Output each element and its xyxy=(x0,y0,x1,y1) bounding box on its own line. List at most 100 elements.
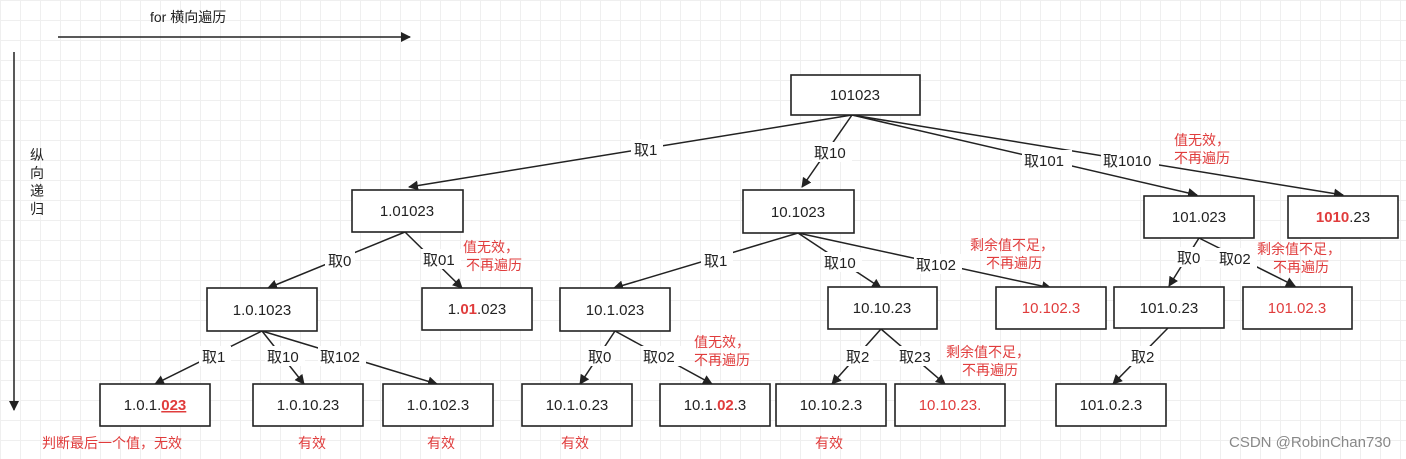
bottom-label-last-invalid: 判断最后一个值，无效 xyxy=(42,435,182,451)
node-label-segment: 1.0.1023 xyxy=(233,302,291,319)
watermark: CSDN @RobinChan730 xyxy=(1229,434,1391,451)
vertical-axis: 纵 向 递 归 xyxy=(9,52,44,411)
node-root: 101023 xyxy=(790,74,921,116)
edge-labels: 取1 取10 取101 取1010 取0 取01 取1 取10 取102 取0 … xyxy=(199,139,1257,366)
node-label: 101.0.23 xyxy=(1140,300,1198,317)
node-label: 101.0.2.3 xyxy=(1080,397,1143,414)
node-label-segment: 101.023 xyxy=(1172,209,1226,226)
node-101-0: 101.0.23 xyxy=(1113,286,1225,329)
node-label-segment: 10.1. xyxy=(684,397,717,414)
node-label: 101.023 xyxy=(1172,209,1226,226)
node-label-segment: 1.0.10.23 xyxy=(277,397,340,414)
bottom-label-valid-3: 有效 xyxy=(561,435,589,451)
edge-label-101-0-2: 取2 xyxy=(1131,349,1154,366)
node-label-segment: 1.0.102.3 xyxy=(407,397,470,414)
node-label-segment: 101.0.23 xyxy=(1140,300,1198,317)
edge-root-1 xyxy=(408,114,853,191)
node-10-1-0: 10.1.0.23 xyxy=(521,383,633,427)
node-1010: 1010.23 xyxy=(1287,195,1399,239)
node-label-segment: 10.10.23 xyxy=(853,300,911,317)
node-label: 1.0.102.3 xyxy=(407,397,470,414)
node-label-segment: 10.10.23. xyxy=(919,397,982,414)
node-10-10-23: 10.10.23. xyxy=(894,383,1006,427)
node-label-segment: 1.0.1. xyxy=(124,397,162,414)
vertical-axis-label-4: 归 xyxy=(30,201,44,217)
note-insufficient-102-line2: 不再遍历 xyxy=(986,255,1042,271)
note-insufficient-23-line2: 不再遍历 xyxy=(962,362,1018,378)
node-label: 1.0.1.023 xyxy=(124,397,187,414)
node-10-1-02: 10.1.02.3 xyxy=(659,383,771,427)
node-label: 10.1.023 xyxy=(586,302,644,319)
vertical-axis-label-2: 向 xyxy=(30,165,44,181)
notes: 值无效， 不再遍历 值无效， 不再遍历 剩余值不足， 不再遍历 剩余值不足， 不… xyxy=(463,132,1341,378)
edge-label-10-10-2: 取2 xyxy=(846,349,869,366)
node-label-segment: 10.1.023 xyxy=(586,302,644,319)
node-label-segment: 101.0.2.3 xyxy=(1080,397,1143,414)
edge-label-root-10: 取10 xyxy=(814,145,846,162)
note-invalid-1010-line2: 不再遍历 xyxy=(1174,150,1230,166)
edge-label-1-0: 取0 xyxy=(328,253,351,270)
note-invalid-01-line2: 不再遍历 xyxy=(466,257,522,273)
bottom-label-valid-1: 有效 xyxy=(298,435,326,451)
edge-label-1-0-102: 取102 xyxy=(320,349,360,366)
node-label: 10.10.23. xyxy=(919,397,982,414)
node-label: 1.0.1023 xyxy=(233,302,291,319)
node-label: 1.01023 xyxy=(380,203,434,220)
note-insufficient-102-line1: 剩余值不足， xyxy=(970,237,1054,253)
node-101: 101.023 xyxy=(1143,195,1255,239)
nodes: 101023 1.01023 10.1023 101.023 1010.23 1… xyxy=(99,74,1399,427)
note-insufficient-23-line1: 剩余值不足， xyxy=(946,344,1030,360)
horizontal-axis: for 横向遍历 xyxy=(58,9,411,42)
node-1-0-102: 1.0.102.3 xyxy=(382,383,494,427)
node-label-segment: 02 xyxy=(717,397,734,414)
node-label: 1010.23 xyxy=(1316,209,1370,226)
node-101-02: 101.02.3 xyxy=(1242,286,1353,330)
node-label-segment: .023 xyxy=(477,301,506,318)
node-10: 10.1023 xyxy=(742,189,855,234)
vertical-axis-label-1: 纵 xyxy=(30,147,44,163)
node-label-segment: 10.10.2.3 xyxy=(800,397,863,414)
edge-label-101-02: 取02 xyxy=(1219,251,1251,268)
edge-label-101-0: 取0 xyxy=(1177,250,1200,267)
node-label-segment: .23 xyxy=(1349,209,1370,226)
edge-label-10-10-23: 取23 xyxy=(899,349,931,366)
edge-label-1-01: 取01 xyxy=(423,252,455,269)
node-label: 10.10.23 xyxy=(853,300,911,317)
note-invalid-02-line2: 不再遍历 xyxy=(694,352,750,368)
edge-label-10-1: 取1 xyxy=(704,253,727,270)
edge-root-1010 xyxy=(851,114,1344,199)
node-label: 101023 xyxy=(830,87,880,104)
note-insufficient-02-line2: 不再遍历 xyxy=(1273,259,1329,275)
note-invalid-02-line1: 值无效， xyxy=(694,334,750,350)
node-label-segment: 01 xyxy=(460,301,477,318)
node-1-01: 1.01.023 xyxy=(421,287,533,331)
node-label-segment: 10.102.3 xyxy=(1022,300,1080,317)
node-label-segment: 10.1.0.23 xyxy=(546,397,609,414)
edge-label-1-0-1: 取1 xyxy=(202,349,225,366)
node-1: 1.01023 xyxy=(351,189,464,233)
node-label-segment: 10.1023 xyxy=(771,204,825,221)
node-label: 10.1.02.3 xyxy=(684,397,747,414)
node-label-segment: 1. xyxy=(448,301,461,318)
node-1-0-1: 1.0.1.023 xyxy=(99,383,211,427)
edge-label-root-1: 取1 xyxy=(634,142,657,159)
node-label: 1.0.10.23 xyxy=(277,397,340,414)
node-label-segment: 1010 xyxy=(1316,209,1349,226)
node-label: 10.1023 xyxy=(771,204,825,221)
edge-label-10-1-02: 取02 xyxy=(643,349,675,366)
node-label: 10.1.0.23 xyxy=(546,397,609,414)
node-10-10: 10.10.23 xyxy=(827,286,938,330)
edge-label-10-102: 取102 xyxy=(916,257,956,274)
edge-label-1-0-10: 取10 xyxy=(267,349,299,366)
bottom-label-valid-2: 有效 xyxy=(427,435,455,451)
edge-label-10-10: 取10 xyxy=(824,255,856,272)
node-1-0: 1.0.1023 xyxy=(206,287,318,332)
node-10-1: 10.1.023 xyxy=(559,287,671,332)
bottom-labels: 判断最后一个值，无效 有效 有效 有效 有效 xyxy=(42,435,843,451)
horizontal-axis-label: for 横向遍历 xyxy=(150,9,226,25)
edge-label-10-1-0: 取0 xyxy=(588,349,611,366)
node-label-segment: .3 xyxy=(734,397,747,414)
note-invalid-01-line1: 值无效， xyxy=(463,239,519,255)
node-101-0-2: 101.0.2.3 xyxy=(1055,383,1167,427)
